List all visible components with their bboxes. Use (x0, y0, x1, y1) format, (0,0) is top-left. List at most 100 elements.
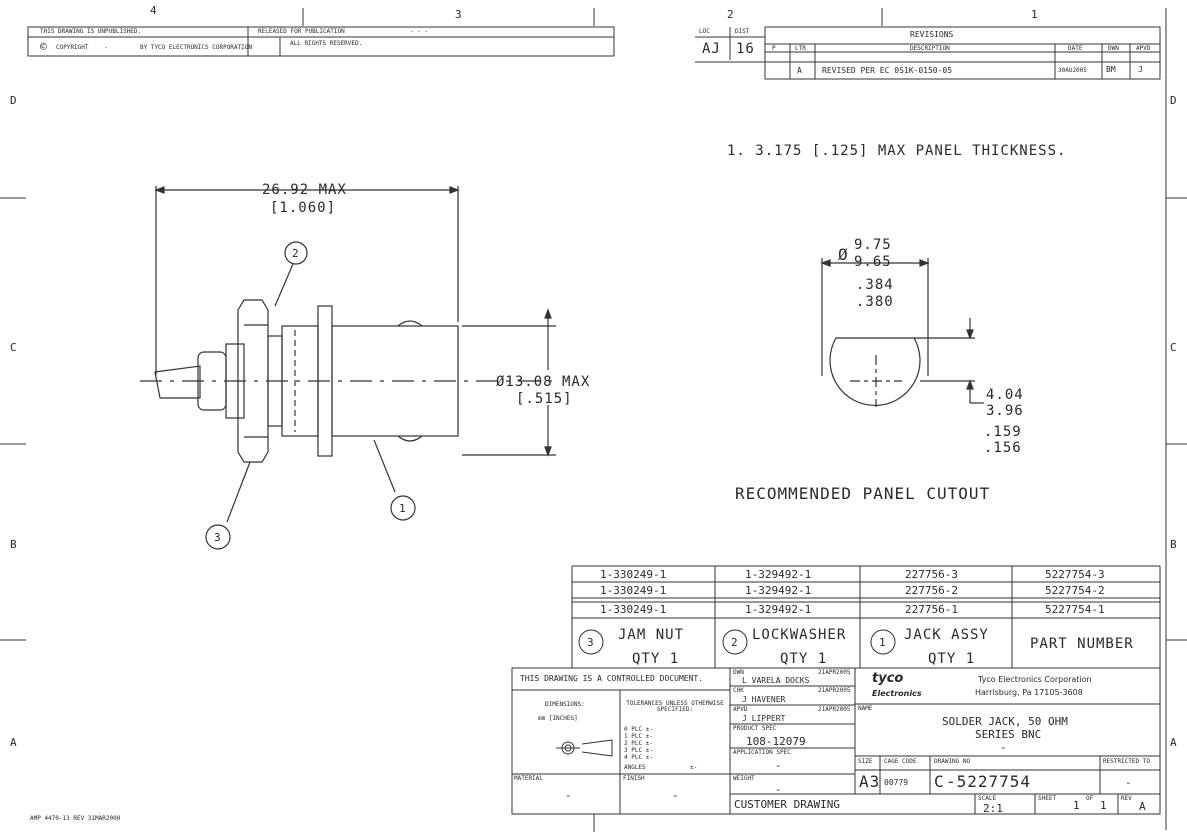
connector-side-view (140, 186, 984, 550)
apvd-name: J LIPPERT (742, 714, 786, 723)
panel-thickness-note: 1. 3.175 [.125] MAX PANEL THICKNESS. (727, 143, 1067, 159)
application-spec-label: APPLICATION SPEC (733, 749, 791, 756)
dwn-label: DWN (733, 669, 744, 676)
of-value: 1 (1100, 799, 1107, 812)
zone-c-left: C (10, 341, 17, 354)
tol-4plc: 4 PLC ±- (624, 754, 653, 761)
weight-label: WEIGHT (733, 775, 755, 782)
flat-in-hi: .159 (984, 424, 1022, 440)
company-address: Harrisburg, Pa 17105-3608 (975, 688, 1083, 697)
rev-header-date: DATE (1068, 45, 1083, 52)
rev-label: REV (1121, 795, 1132, 802)
cutout-label: RECOMMENDED PANEL CUTOUT (735, 484, 991, 503)
of-label: OF (1086, 795, 1094, 802)
loc-label: LOC (699, 28, 710, 35)
zone-a-right: A (1170, 736, 1177, 749)
tyco-logo (868, 674, 930, 700)
brand-electronics: Electronics (872, 689, 922, 698)
zone-3: 3 (455, 8, 462, 21)
parts-row-2-col-1: 1-330249-1 (600, 584, 667, 597)
copyright-by: BY TYCO ELECTRONICS CORPORATION (140, 44, 252, 51)
product-spec-label: PRODUCT SPEC (733, 725, 777, 732)
cutout-in-lo: .380 (856, 294, 894, 310)
balloon-1: 1 (399, 502, 406, 515)
parts-row-1-col-3: 227756-3 (905, 568, 958, 581)
restricted-to-label: RESTRICTED TO (1103, 758, 1150, 765)
scale-label: SCALE (978, 795, 997, 802)
parts-row-3-col-3: 227756-1 (905, 603, 958, 616)
rights-reserved: ALL RIGHTS RESERVED. (290, 40, 363, 47)
name-line-3: - (1000, 741, 1007, 754)
rev-row-apvd: J (1138, 65, 1143, 74)
finish-value: - (672, 789, 679, 802)
zone-d-left: D (10, 94, 17, 107)
cage-code-label: CAGE CODE (884, 758, 917, 765)
apvd-label: APVD (733, 706, 748, 713)
units-label: mm [INCHES] (538, 715, 578, 722)
rev-header-description: DESCRIPTION (910, 45, 950, 52)
angles-label: ANGLES (624, 764, 646, 771)
tolerances-label: TOLERANCES UNLESS OTHERWISE SPECIFIED: (626, 700, 724, 713)
form-footer: AMP 4470-13 REV 31MAR2000 (30, 815, 121, 822)
length-dim-in: [1.060] (270, 200, 337, 216)
product-spec: 108-12079 (746, 735, 806, 748)
application-spec: - (775, 759, 782, 772)
zone-1: 1 (1031, 8, 1038, 21)
angles-tolerance: ±- (690, 764, 698, 771)
cutout-dia-hi: 9.75 (854, 237, 892, 253)
balloon-3: 3 (214, 531, 221, 544)
released-dash: - - - (410, 28, 429, 35)
header-jam-nut: JAM NUT (618, 627, 685, 643)
diameter-dim-in: [.515] (516, 391, 573, 407)
parts-row-3-col-2: 1-329492-1 (745, 603, 812, 616)
drawing-no-label: DRAWING NO (934, 758, 971, 765)
part-number-label: PART NUMBER (1030, 636, 1134, 652)
parts-row-2-col-3: 227756-2 (905, 584, 958, 597)
weight-value: - (775, 783, 782, 796)
size-label: SIZE (858, 758, 873, 765)
header-lockwasher-qty: QTY 1 (780, 651, 828, 667)
flat-dim-lo: 3.96 (986, 403, 1024, 419)
chk-label: CHK (733, 687, 744, 694)
controlled-document: THIS DRAWING IS A CONTROLLED DOCUMENT. (520, 674, 704, 683)
parts-row-2-col-4: 5227754-2 (1045, 584, 1105, 597)
zone-d-right: D (1170, 94, 1177, 107)
header-balloon-3: 3 (587, 636, 594, 649)
drawing-no-prefix: C (934, 772, 945, 791)
tol-3plc: 3 PLC ±- (624, 747, 653, 754)
name-line-2: SERIES BNC (975, 728, 1042, 741)
revisions-title: REVISIONS (910, 30, 954, 39)
parts-row-3-col-1: 1-330249-1 (600, 603, 667, 616)
sheet-value: 1 (1073, 799, 1080, 812)
length-dim-mm: 26.92 MAX (262, 182, 347, 198)
chk-name: J HAVENER (742, 695, 786, 704)
dwn-date: 21APR2005 (818, 669, 851, 676)
parts-row-1-col-1: 1-330249-1 (600, 568, 667, 581)
header-jack-assy-qty: QTY 1 (928, 651, 976, 667)
rev-header-dwn: DWN (1108, 45, 1119, 52)
cutout-in-hi: .384 (856, 277, 894, 293)
zone-b-right: B (1170, 538, 1177, 551)
rev-header-ltr: LTR (795, 45, 806, 52)
size-value: A3 (859, 772, 881, 791)
sheet-label: SHEET (1038, 795, 1057, 802)
header-lockwasher: LOCKWASHER (752, 627, 847, 643)
rev-header-apvd: APVD (1136, 45, 1151, 52)
copyright-dash: - (104, 44, 108, 51)
drawing-no-value: -5227754 (946, 772, 1032, 791)
material-label: MATERIAL (514, 775, 543, 782)
flat-in-lo: .156 (984, 440, 1022, 456)
rev-row-dwn: BM (1106, 65, 1116, 74)
name-line-1: SOLDER JACK, 50 OHM (942, 715, 1068, 728)
flat-dim-hi: 4.04 (986, 387, 1024, 403)
zone-4: 4 (150, 4, 157, 17)
rev-row-description: REVISED PER EC 0S1K-0150-05 (822, 66, 953, 75)
zone-c-right: C (1170, 341, 1177, 354)
brand-tyco: tyco (872, 671, 904, 686)
zone-2: 2 (727, 8, 734, 21)
material-value: - (565, 789, 572, 802)
cutout-dia-lo: 9.65 (854, 254, 892, 270)
